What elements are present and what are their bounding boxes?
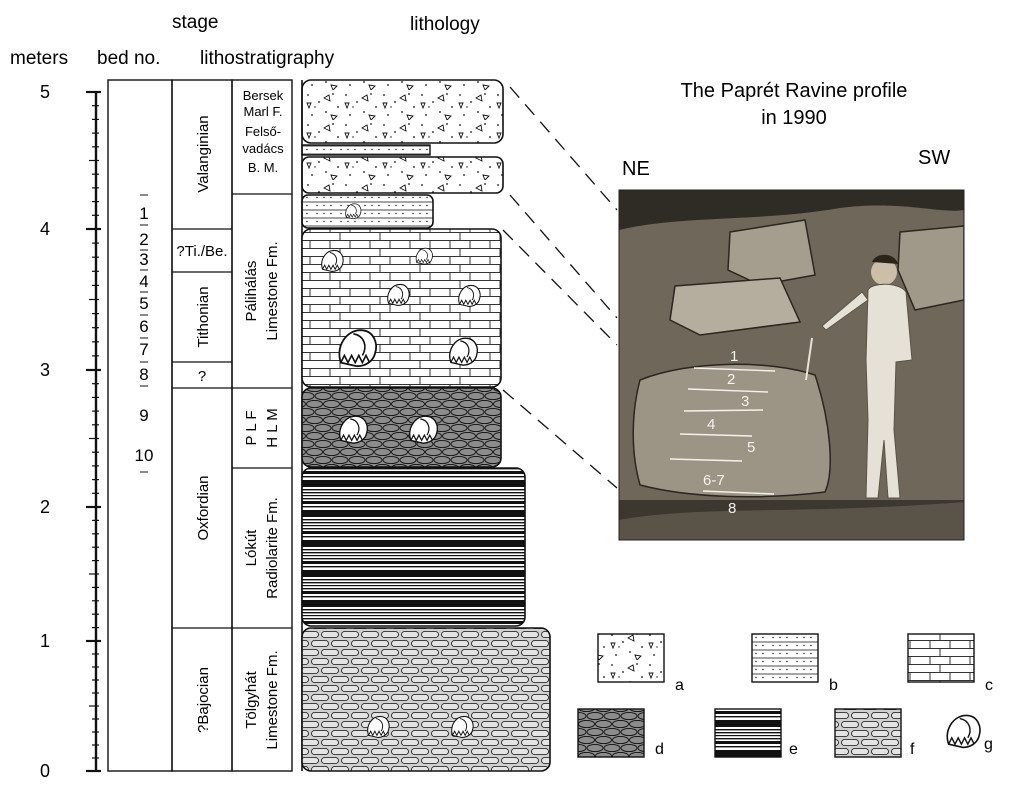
bed-number: 5 xyxy=(139,294,148,313)
bed-column xyxy=(107,79,173,772)
stage-tithonian: Tithonian xyxy=(195,286,212,347)
stage-column: Valanginian ?Ti./Be. Tithonian ? Oxfordi… xyxy=(171,79,233,772)
stage-ti-be: ?Ti./Be. xyxy=(176,243,227,260)
photo-bed-label: 5 xyxy=(747,439,755,456)
stage-valanginian: Valanginian xyxy=(195,115,212,192)
bed-numbers: 1 2 3 4 5 6 7 8 9 10 xyxy=(135,194,154,473)
bed-number: 3 xyxy=(139,250,148,269)
photo-bed-label: 3 xyxy=(741,393,749,410)
legend-label-a: a xyxy=(675,677,684,694)
photo-frame xyxy=(618,189,965,541)
lithology-bed-nodular-plf xyxy=(301,387,502,468)
legend-label-f: f xyxy=(910,741,915,758)
tick-label-2: 2 xyxy=(40,497,50,517)
bed-number: 9 xyxy=(139,406,148,425)
formation-bersek-line: Bersek xyxy=(243,88,284,103)
tick-label-5: 5 xyxy=(40,82,50,102)
stage-header: stage xyxy=(172,12,218,33)
bed-number: 4 xyxy=(139,272,148,291)
photo-subtitle: in 1990 xyxy=(761,107,827,129)
tick-label-0: 0 xyxy=(40,761,50,781)
photo-title: The Paprét Ravine profile xyxy=(681,80,908,102)
meters-header: meters xyxy=(10,48,68,69)
formation-palihalas-line: Pálihálás xyxy=(243,261,260,322)
minor-ticks xyxy=(89,105,99,759)
photo-bed-label: 1 xyxy=(730,348,738,365)
photo-bed-label: 6-7 xyxy=(703,472,725,489)
formation-palihalas-line: Limestone Fm. xyxy=(264,241,281,340)
formation-tolgyhat-line: Limestone Fm. xyxy=(264,650,281,749)
bed-number: 1 xyxy=(139,204,148,223)
legend-swatch-c xyxy=(907,633,975,683)
formation-felsovadacs-line: vadács xyxy=(242,141,284,156)
legend-swatch-a xyxy=(597,633,665,683)
stage-bajocian: ?Bajocian xyxy=(195,667,212,733)
person-head xyxy=(871,259,897,285)
formation-felsovadacs-line: Felső- xyxy=(245,124,281,139)
legend-label-e: e xyxy=(789,741,798,758)
legend: a b c d e f g xyxy=(577,633,993,758)
lithology-bed-breccia-upper xyxy=(301,79,504,144)
bed-number: 6 xyxy=(139,317,148,336)
bed-no-header: bed no. xyxy=(97,48,160,69)
major-ticks xyxy=(86,90,101,773)
bed-number: 10 xyxy=(135,446,154,465)
tick-label-4: 4 xyxy=(40,219,50,239)
direction-ne: NE xyxy=(622,158,650,180)
tick-label-3: 3 xyxy=(40,360,50,380)
photo-bed-label: 2 xyxy=(727,371,735,388)
formation-column: Bersek Marl F. Felső- vadács B. M. Pálih… xyxy=(231,79,293,772)
photo-bed-boundaries xyxy=(669,367,776,495)
formation-hlm-line: H L M xyxy=(264,408,281,447)
formation-plf-line: P L F xyxy=(243,410,260,445)
legend-swatch-g xyxy=(946,714,981,749)
lithology-bed-tolgyhat xyxy=(301,627,551,772)
lithology-bed-breccia-lower xyxy=(301,156,504,194)
stage-question: ? xyxy=(198,368,206,385)
lithology-bed-marl xyxy=(301,194,434,229)
legend-label-g: g xyxy=(984,736,993,753)
formation-lokut-line: Radiolarite Fm. xyxy=(264,497,281,599)
bed-number: 8 xyxy=(139,365,148,384)
lithostratigraphy-header: lithostratigraphy xyxy=(200,48,335,69)
direction-sw: SW xyxy=(918,147,950,169)
formation-lokut-line: Lókút xyxy=(243,529,260,567)
lithology-bed-lokut xyxy=(301,467,526,627)
legend-label-d: d xyxy=(655,741,664,758)
lithology-header: lithology xyxy=(410,14,480,35)
correlation-lines xyxy=(502,86,618,489)
legend-swatch-e xyxy=(714,708,782,758)
formation-bersek-line: Marl F. xyxy=(244,104,283,119)
bed-number: 2 xyxy=(139,230,148,249)
legend-label-c: c xyxy=(985,677,993,694)
formation-felsovadacs-line: B. M. xyxy=(248,160,278,175)
field-photo: 1 2 3 4 5 6-7 8 xyxy=(619,190,964,540)
photo-bed-label: 8 xyxy=(728,500,736,517)
legend-label-b: b xyxy=(829,677,838,694)
legend-swatch-f xyxy=(834,708,902,758)
lithology-column xyxy=(301,79,551,772)
photo-bed-label: 4 xyxy=(707,416,715,433)
legend-swatch-b xyxy=(751,633,819,683)
meter-scale: 0 1 2 3 4 5 xyxy=(40,82,101,781)
lithology-bed-thin-marl xyxy=(301,144,431,156)
formation-tolgyhat-line: Tölgyhát xyxy=(243,670,260,728)
legend-swatch-d xyxy=(577,708,645,758)
bed-number: 7 xyxy=(139,340,148,359)
stage-oxfordian: Oxfordian xyxy=(195,475,212,540)
tick-label-1: 1 xyxy=(40,631,50,651)
